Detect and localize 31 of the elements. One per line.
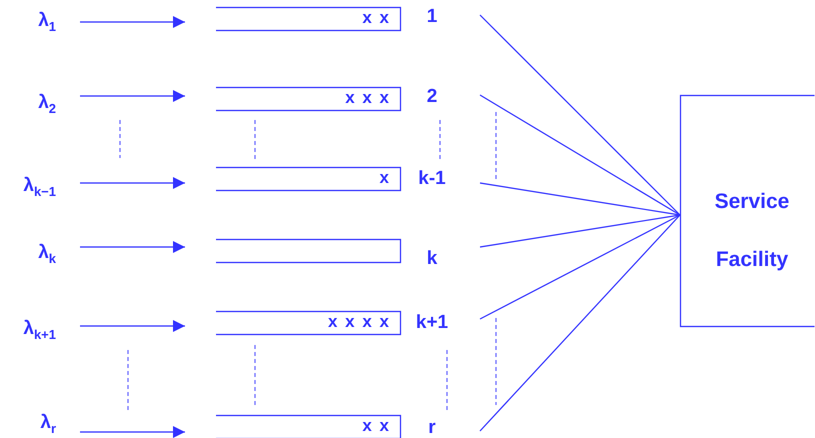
connector-line <box>480 94 680 216</box>
queue-number: k-1 <box>417 168 447 190</box>
connector-line <box>480 214 680 320</box>
queue-number: k <box>426 248 438 270</box>
arrow <box>80 177 185 189</box>
queued-customers: x x <box>362 8 389 28</box>
arrival-rate-label: λ$_{k−1}$ <box>23 175 56 199</box>
queue-number: k+1 <box>414 312 450 334</box>
connector-line <box>480 182 680 216</box>
connector-line <box>480 14 680 216</box>
service-facility-box <box>680 95 815 327</box>
connector-line <box>480 214 680 248</box>
arrival-rate-label: λ$_{r}$ <box>40 412 56 436</box>
queued-customers: x x x <box>345 88 389 108</box>
queued-customers: x x <box>362 416 389 436</box>
connector-line <box>480 214 680 432</box>
queue-number: r <box>427 417 437 438</box>
queue-number: 2 <box>426 86 438 108</box>
arrow <box>80 90 185 102</box>
box-label: Service Facility <box>714 189 790 273</box>
queued-customers: x x x x <box>328 312 389 332</box>
arrival-rate-label: λ$_{2}$ <box>38 92 56 116</box>
arrival-rate-label: λ$_{1}$ <box>38 10 56 34</box>
arrow <box>80 426 185 438</box>
arrow <box>80 320 185 332</box>
queue-number: 1 <box>426 6 438 28</box>
arrow <box>80 241 185 253</box>
arrival-rate-label: λ$_{k}$ <box>38 242 56 266</box>
queued-customers: x <box>380 168 389 188</box>
arrow <box>80 16 185 28</box>
arrival-rate-label: λ$_{k+1}$ <box>23 318 56 342</box>
